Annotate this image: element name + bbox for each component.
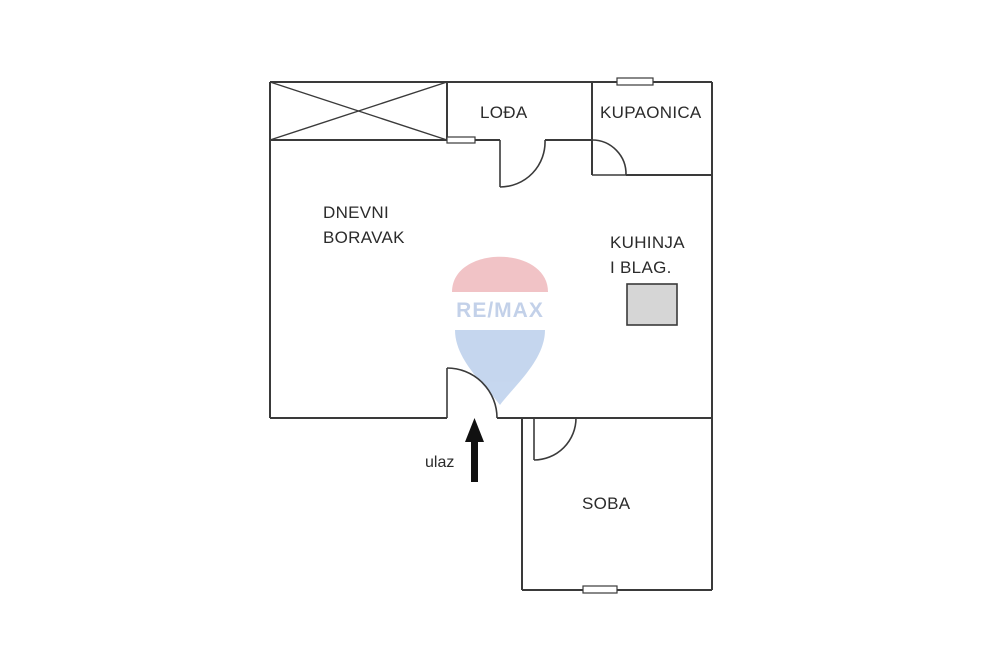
door-entrance — [446, 367, 498, 419]
label-kitchen-1: KUHINJA — [610, 233, 685, 252]
walls — [269, 81, 713, 591]
label-room: SOBA — [582, 494, 631, 513]
remax-watermark: RE/MAX — [452, 256, 548, 405]
label-bathroom: KUPAONICA — [600, 103, 702, 122]
label-living-2: BORAVAK — [323, 228, 405, 247]
door-bathroom — [591, 139, 627, 176]
label-kitchen-2: I BLAG. — [610, 258, 672, 277]
stove — [626, 283, 678, 326]
door-room — [533, 417, 577, 461]
window-bathroom — [616, 77, 654, 86]
watermark-brand: RE/MAX — [456, 299, 544, 322]
entrance-arrow-icon — [465, 418, 484, 482]
label-entrance: ulaz — [425, 454, 454, 471]
label-living-1: DNEVNI — [323, 203, 389, 222]
window-room — [582, 585, 618, 594]
label-loggia: LOĐA — [480, 103, 528, 122]
doors — [446, 139, 627, 461]
window-loggia — [446, 136, 476, 144]
door-loggia — [499, 139, 546, 188]
windows — [446, 77, 654, 594]
